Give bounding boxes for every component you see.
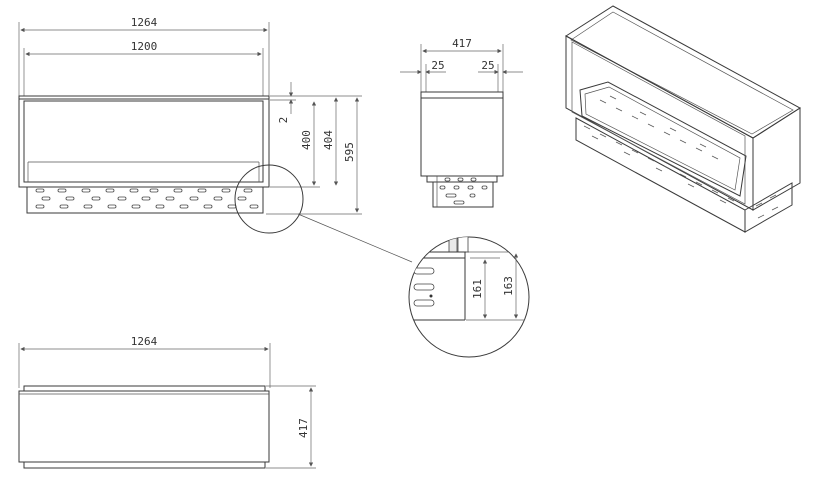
top-view: 1264 417 [18, 335, 316, 469]
iso-vent-slots [583, 125, 779, 219]
detail-callout-circle [234, 164, 304, 234]
iso-vent-panel [575, 117, 746, 233]
side-vent-panel [432, 181, 494, 208]
iso-front-face [565, 35, 754, 211]
dim-top-gap: 2 [270, 82, 296, 123]
dim-side-depth: 417 [420, 37, 504, 92]
front-body [18, 95, 270, 188]
dim-label-595: 595 [343, 142, 356, 162]
iso-right-face [752, 107, 801, 211]
detail-circle [408, 236, 530, 358]
iso-burner-slots [599, 95, 719, 160]
side-view: 417 25 25 [400, 37, 523, 208]
dim-label-161: 161 [471, 279, 484, 299]
dim-label-1200: 1200 [131, 40, 158, 53]
dim-label-163: 163 [502, 276, 515, 296]
dim-label-417-top: 417 [297, 418, 310, 438]
dim-height-400: 400 [270, 101, 320, 188]
dim-label-1264: 1264 [131, 16, 158, 29]
side-vent-slots [439, 177, 488, 205]
front-vent-panel [26, 186, 264, 214]
front-vent-slots [35, 188, 259, 209]
dim-label-417-side: 417 [452, 37, 472, 50]
isometric-view [565, 5, 801, 233]
dim-detail-161: 161 [471, 259, 488, 319]
dim-height-595: 595 [266, 95, 362, 215]
dim-detail-163: 163 [502, 253, 519, 319]
dim-label-1264-top: 1264 [131, 335, 158, 348]
detail-view: 161 163 [408, 236, 530, 358]
dim-label-25-right: 25 [481, 59, 494, 72]
dim-label-2: 2 [277, 117, 290, 124]
dim-height-404: 404 [296, 95, 342, 186]
dim-top-width: 1264 [18, 335, 271, 388]
front-view: 1264 1200 [18, 16, 413, 263]
top-rear-trim [23, 461, 266, 469]
iso-burner-tray [579, 81, 747, 197]
iso-top-face [565, 5, 801, 139]
dim-side-offset-left: 25 [400, 59, 446, 92]
dim-label-404: 404 [322, 130, 335, 150]
dim-front-inner-width: 1200 [23, 40, 264, 96]
top-body [18, 390, 270, 463]
dim-top-depth: 417 [266, 385, 316, 469]
top-front-trim [23, 385, 266, 392]
dim-label-25-left: 25 [431, 59, 444, 72]
side-body [420, 91, 504, 177]
dim-front-total-width: 1264 [18, 16, 270, 96]
front-opening [23, 100, 264, 183]
dim-label-400: 400 [300, 130, 313, 150]
dim-side-offset-right: 25 [478, 59, 523, 92]
